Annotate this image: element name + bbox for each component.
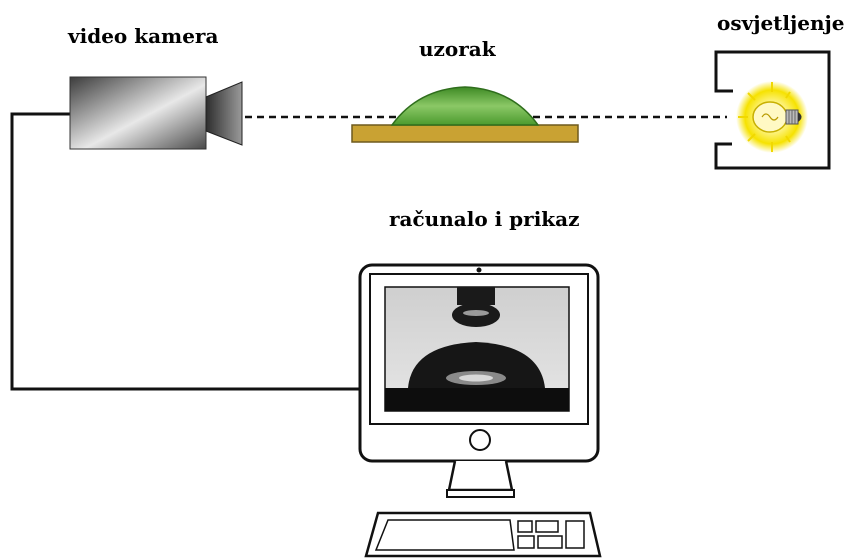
light-source	[714, 50, 831, 170]
computer-label: računalo i prikaz	[389, 207, 580, 231]
light-bulb-icon	[736, 81, 808, 153]
light-label: osvjetljenje	[717, 11, 845, 35]
monitor-stand	[447, 460, 514, 492]
sample-label: uzorak	[419, 37, 496, 61]
monitor-screen	[384, 286, 570, 412]
video-camera-icon	[69, 76, 243, 150]
cable	[10, 112, 360, 391]
camera-label: video kamera	[68, 24, 219, 48]
lamp-housing	[714, 50, 831, 170]
sample	[351, 86, 579, 143]
sample-droplet	[390, 86, 540, 126]
webcam-dot	[476, 267, 482, 273]
power-button-icon	[469, 429, 491, 451]
keyboard-icon	[364, 511, 602, 558]
substrate	[351, 124, 579, 143]
desktop-computer-icon	[358, 263, 600, 498]
